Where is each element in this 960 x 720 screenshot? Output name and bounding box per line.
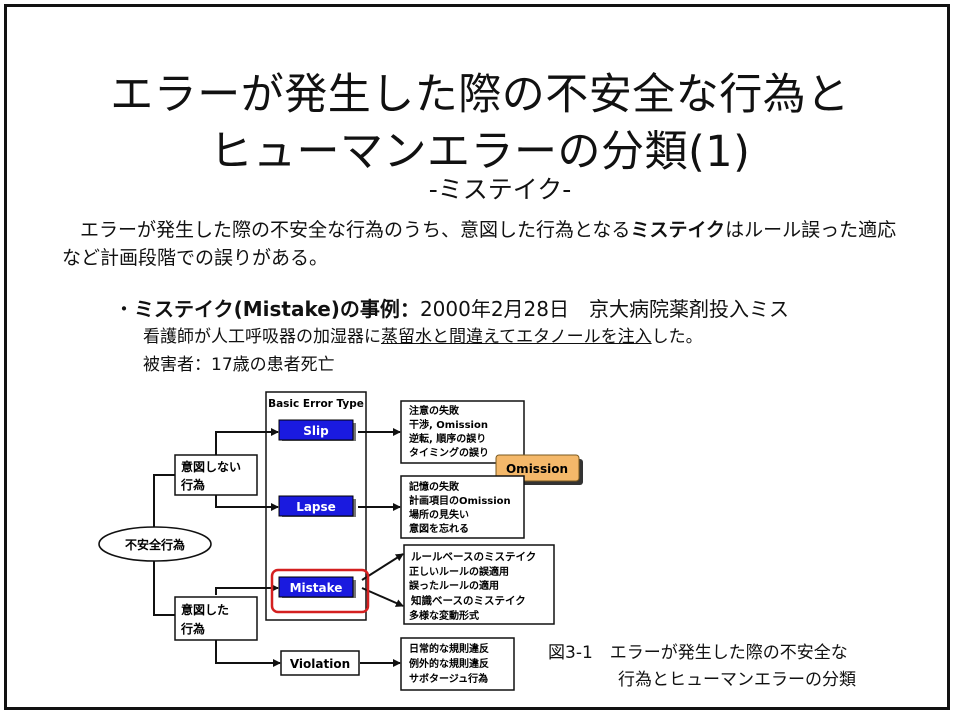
caption-line1: 図3-1 エラーが発生した際の不安全な xyxy=(548,643,848,663)
violation-box xyxy=(280,650,360,676)
violation-detail-2: 例外的な規則違反 xyxy=(409,657,489,670)
case-detail: 2000年2月28日 京大病院薬剤投入ミス xyxy=(419,297,790,321)
omission-tag xyxy=(495,454,580,482)
mistake-label: Mistake xyxy=(290,581,343,595)
root-node xyxy=(98,526,212,562)
slip-detail-3: 逆転, 順序の誤り xyxy=(409,432,486,445)
intended-act-box xyxy=(174,596,258,641)
slip-detail-2: 干渉, Omission xyxy=(409,418,488,431)
intro-text-1: エラーが発生した際の不安全な行為のうち、意図した行為となる xyxy=(80,219,631,241)
caption-line2: 行為とヒューマンエラーの分類 xyxy=(618,670,856,690)
basic-error-type-column xyxy=(265,391,367,621)
mistake-detail-box xyxy=(403,544,555,625)
case-victim: 被害者：17歳の患者死亡 xyxy=(143,355,335,375)
lapse-box xyxy=(278,495,354,517)
lapse-detail-4: 意図を忘れる xyxy=(409,522,469,535)
mistake-detail-5: 多様な変動形式 xyxy=(409,609,479,622)
unintended-label-1: 意図しない xyxy=(181,459,241,474)
slip-box xyxy=(278,419,354,441)
omission-tag-label: Omission xyxy=(506,462,568,476)
intro-paragraph: エラーが発生した際の不安全な行為のうち、意図した行為となるミステイクはルール誤っ… xyxy=(62,216,902,272)
unintended-label-2: 行為 xyxy=(180,477,205,492)
mistake-detail-3: 誤ったルールの適用 xyxy=(409,579,499,592)
intended-label-2: 行為 xyxy=(180,621,205,636)
violation-detail-box xyxy=(400,637,515,691)
slide-subtitle: -ミステイク- xyxy=(428,175,572,204)
lapse-detail-2: 計画項目のOmission xyxy=(409,494,511,507)
column-header: Basic Error Type xyxy=(268,398,364,410)
violation-detail-3: サボタージュ行為 xyxy=(409,672,488,685)
figure-caption: 図3-1 エラーが発生した際の不安全な 行為とヒューマンエラーの分類 xyxy=(548,640,856,694)
case-desc-c: した。 xyxy=(651,327,703,347)
unintended-act-box xyxy=(174,454,258,496)
case-bullet: ・ xyxy=(114,297,134,321)
case-desc-a: 看護師が人工呼吸器の加湿器に xyxy=(143,327,381,347)
slide-frame xyxy=(4,4,950,710)
mistake-detail-4: 知識ベースのミステイク xyxy=(411,594,526,607)
case-description: 看護師が人工呼吸器の加湿器に蒸留水と間違えてエタノールを注入した。 xyxy=(143,322,703,347)
intro-text-2: はルール誤った適応など計画段階での誤りがある。 xyxy=(62,219,897,269)
lapse-label: Lapse xyxy=(296,500,336,514)
mistake-detail-1: ルールベースのミステイク xyxy=(411,551,536,563)
case-heading: ミステイク(Mistake)の事例： xyxy=(134,297,420,321)
root-label: 不安全行為 xyxy=(125,537,185,552)
violation-label: Violation xyxy=(290,657,350,671)
slip-detail-box xyxy=(400,400,525,464)
slide-title-line1: エラーが発生した際の不安全な行為と xyxy=(110,70,850,120)
case-desc-underlined: 蒸留水と間違えてエタノールを注入 xyxy=(381,327,652,347)
slip-detail-1: 注意の失敗 xyxy=(409,404,460,417)
intended-label-1: 意図した xyxy=(181,602,229,617)
lapse-detail-3: 場所の見失い xyxy=(409,508,469,521)
violation-detail-1: 日常的な規則違反 xyxy=(409,642,489,655)
slip-label: Slip xyxy=(303,424,329,438)
mistake-detail-2: 正しいルールの誤適用 xyxy=(409,565,509,578)
intro-keyword: ミステイク xyxy=(630,219,726,241)
slide-title-line2: ヒューマンエラーの分類(1) xyxy=(209,127,751,177)
lapse-detail-box xyxy=(400,475,525,539)
lapse-detail-1: 記憶の失敗 xyxy=(409,480,460,493)
case-heading-line: ・ミステイク(Mistake)の事例：2000年2月28日 京大病院薬剤投入ミス xyxy=(114,293,789,322)
slip-detail-4: タイミングの誤り xyxy=(409,446,489,459)
mistake-box xyxy=(278,576,354,598)
mistake-highlight xyxy=(270,568,370,614)
